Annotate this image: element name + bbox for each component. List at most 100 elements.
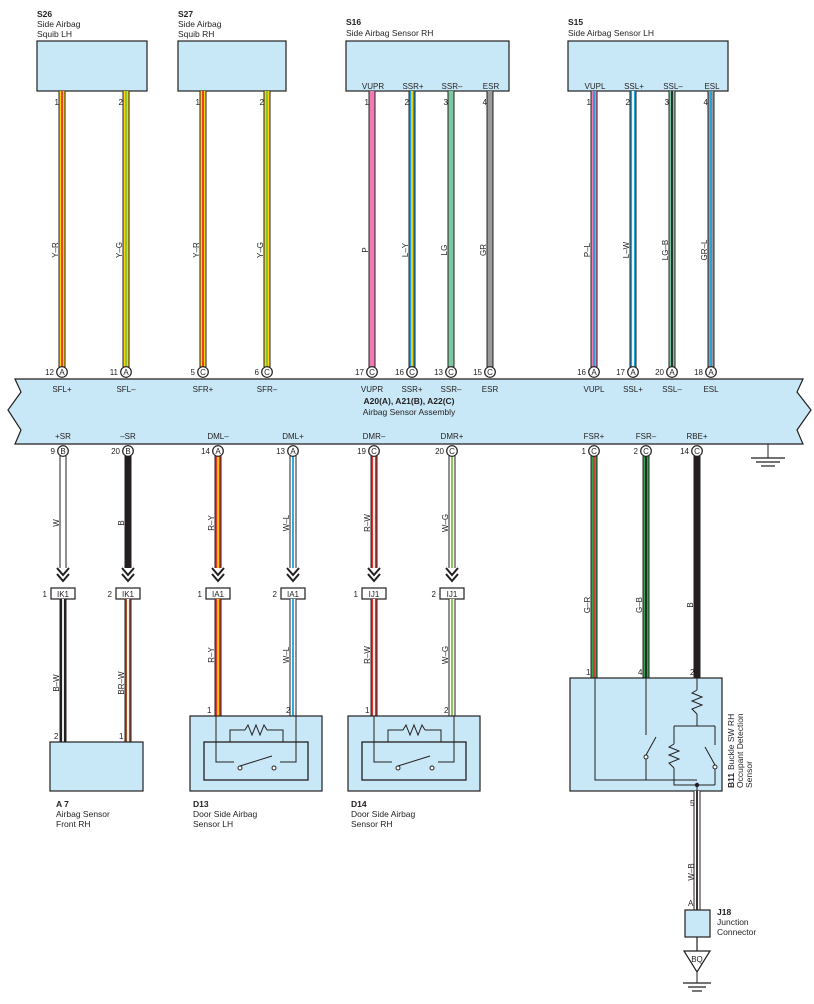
inline-connector-ref: IK1 — [57, 590, 70, 599]
component-b11[interactable]: 1 4 2 5 B11 Buckle SW RH Occupant Detect… — [569, 668, 754, 808]
pin-number: 2 — [432, 590, 437, 599]
switch-frame — [361, 741, 467, 781]
component-box — [49, 741, 144, 792]
connector-circle-icon — [445, 366, 457, 378]
terminal-label: SSL– — [663, 82, 683, 91]
pin-number: 19 — [357, 447, 366, 456]
component-box — [347, 715, 481, 792]
junction-ref: J18 — [717, 907, 731, 917]
pin-number: 1 — [207, 706, 212, 715]
terminal-label: SSL+ — [623, 385, 643, 394]
component-box — [345, 40, 510, 92]
pin-number: 13 — [276, 447, 285, 456]
bottom-wires: B9WB20BA14R–YA13W–LC19R–WC20W–GC1G–RC2G–… — [51, 445, 703, 678]
pin-number: 2 — [444, 706, 449, 715]
component-d13[interactable]: 1 2 D13 Door Side Airbag Sensor LH — [189, 706, 323, 829]
switch-blade-icon — [704, 746, 716, 766]
connector-circle-icon — [588, 445, 600, 457]
assembly-ground-icon — [751, 444, 785, 467]
connector-letter: C — [449, 447, 455, 456]
component-s26[interactable]: S26 Side Airbag Squib LH — [36, 9, 148, 92]
connector-circle-icon — [261, 366, 273, 378]
pin-number: 2 — [108, 590, 113, 599]
pin-number: 1 — [582, 447, 587, 456]
component-box — [177, 40, 287, 92]
connector-letter: C — [643, 447, 649, 456]
terminal-label: DML– — [207, 432, 229, 441]
junction-j18[interactable]: A J18 Junction Connector BQ — [682, 899, 756, 992]
terminal-label: SFR– — [257, 385, 278, 394]
connector-letter: A — [59, 368, 65, 377]
switch-blade-icon — [239, 755, 273, 767]
connector-letter: C — [694, 447, 700, 456]
top-wires: 1Y–RA122Y–GA111Y–RC52Y–GC61PC172L–YC163L… — [45, 91, 717, 378]
terminal-label: SFL+ — [52, 385, 72, 394]
airbag-sensor-assembly[interactable]: A20(A), A21(B), A22(C) Airbag Sensor Ass… — [7, 378, 812, 445]
plug-chevron-icon — [56, 567, 70, 583]
assembly-ref: A20(A), A21(B), A22(C) — [364, 396, 455, 406]
wire-color-label: W–B — [687, 863, 696, 880]
pin-number: 1 — [55, 98, 60, 107]
pin-number: 9 — [51, 447, 56, 456]
pin-number: 20 — [655, 368, 664, 377]
connector-letter: A — [123, 368, 129, 377]
pin-number: 2 — [286, 706, 291, 715]
connector-circle-icon — [122, 445, 134, 457]
pin-number: 2 — [119, 98, 124, 107]
component-box — [567, 40, 729, 92]
connector-letter: C — [200, 368, 206, 377]
connector-letter: C — [487, 368, 493, 377]
component-name-line: Airbag Sensor — [56, 809, 110, 819]
pin-number: 1 — [586, 668, 591, 677]
pin-number: 3 — [444, 98, 449, 107]
component-ref: S27 — [178, 9, 193, 19]
pin-number: 14 — [680, 447, 689, 456]
terminal-label: DMR+ — [441, 432, 464, 441]
component-name-line: Side Airbag — [37, 19, 81, 29]
connector-letter: C — [264, 368, 270, 377]
component-a7[interactable]: 2 1 A 7 Airbag Sensor Front RH — [49, 732, 144, 829]
connector-circle-icon — [57, 445, 69, 457]
switch-blade-icon — [645, 736, 657, 756]
pin-number: 2 — [273, 590, 278, 599]
connector-circle-icon — [368, 445, 380, 457]
component-ref: S26 — [37, 9, 52, 19]
wire-color-label: R–W — [363, 646, 372, 664]
connector-letter: C — [369, 368, 375, 377]
connector-circle-icon — [627, 366, 639, 378]
wire-color-label: B–W — [52, 674, 61, 692]
ground-point-icon — [682, 950, 712, 974]
pin-number: 18 — [694, 368, 703, 377]
component-name-line: Buckle SW RH — [726, 714, 736, 770]
plug-chevron-icon — [367, 567, 381, 583]
connector-circle-icon — [197, 366, 209, 378]
connector-circle-icon — [705, 366, 717, 378]
component-s15[interactable]: S15 Side Airbag Sensor LH VUPL SSL+ SSL–… — [567, 17, 729, 92]
wire-color-label: Y–R — [192, 242, 201, 258]
terminal-label: FSR+ — [584, 432, 605, 441]
component-ref: D13 — [193, 799, 209, 809]
pin-number: 1 — [198, 590, 203, 599]
component-d14[interactable]: 1 2 D14 Door Side Airbag Sensor RH — [347, 706, 481, 829]
wire-color-label: G–R — [583, 597, 592, 614]
component-s16[interactable]: S16 Side Airbag Sensor RH VUPR SSR+ SSR–… — [345, 17, 510, 92]
inline-connector-ref: IA1 — [212, 590, 225, 599]
component-name-line: Sensor LH — [193, 819, 233, 829]
component-name-line: Side Airbag — [178, 19, 222, 29]
pin-number: 2 — [54, 732, 59, 741]
connector-circle-icon — [588, 366, 600, 378]
ground-point-label: BQ — [691, 955, 703, 964]
connector-circle-icon — [446, 445, 458, 457]
connector-circle-icon — [666, 366, 678, 378]
component-s27[interactable]: S27 Side Airbag Squib RH — [177, 9, 287, 92]
component-ref: B11 — [726, 773, 736, 788]
connector-letter: C — [371, 447, 377, 456]
component-name-line: Door Side Airbag — [351, 809, 416, 819]
assembly-body — [7, 378, 812, 445]
pin-number: 4 — [483, 98, 488, 107]
connector-circle-icon — [212, 445, 224, 457]
pin-number: 1 — [365, 706, 370, 715]
component-name-line: Door Side Airbag — [193, 809, 258, 819]
component-name-line: Front RH — [56, 819, 90, 829]
wire-color-label: P–L — [583, 242, 592, 257]
